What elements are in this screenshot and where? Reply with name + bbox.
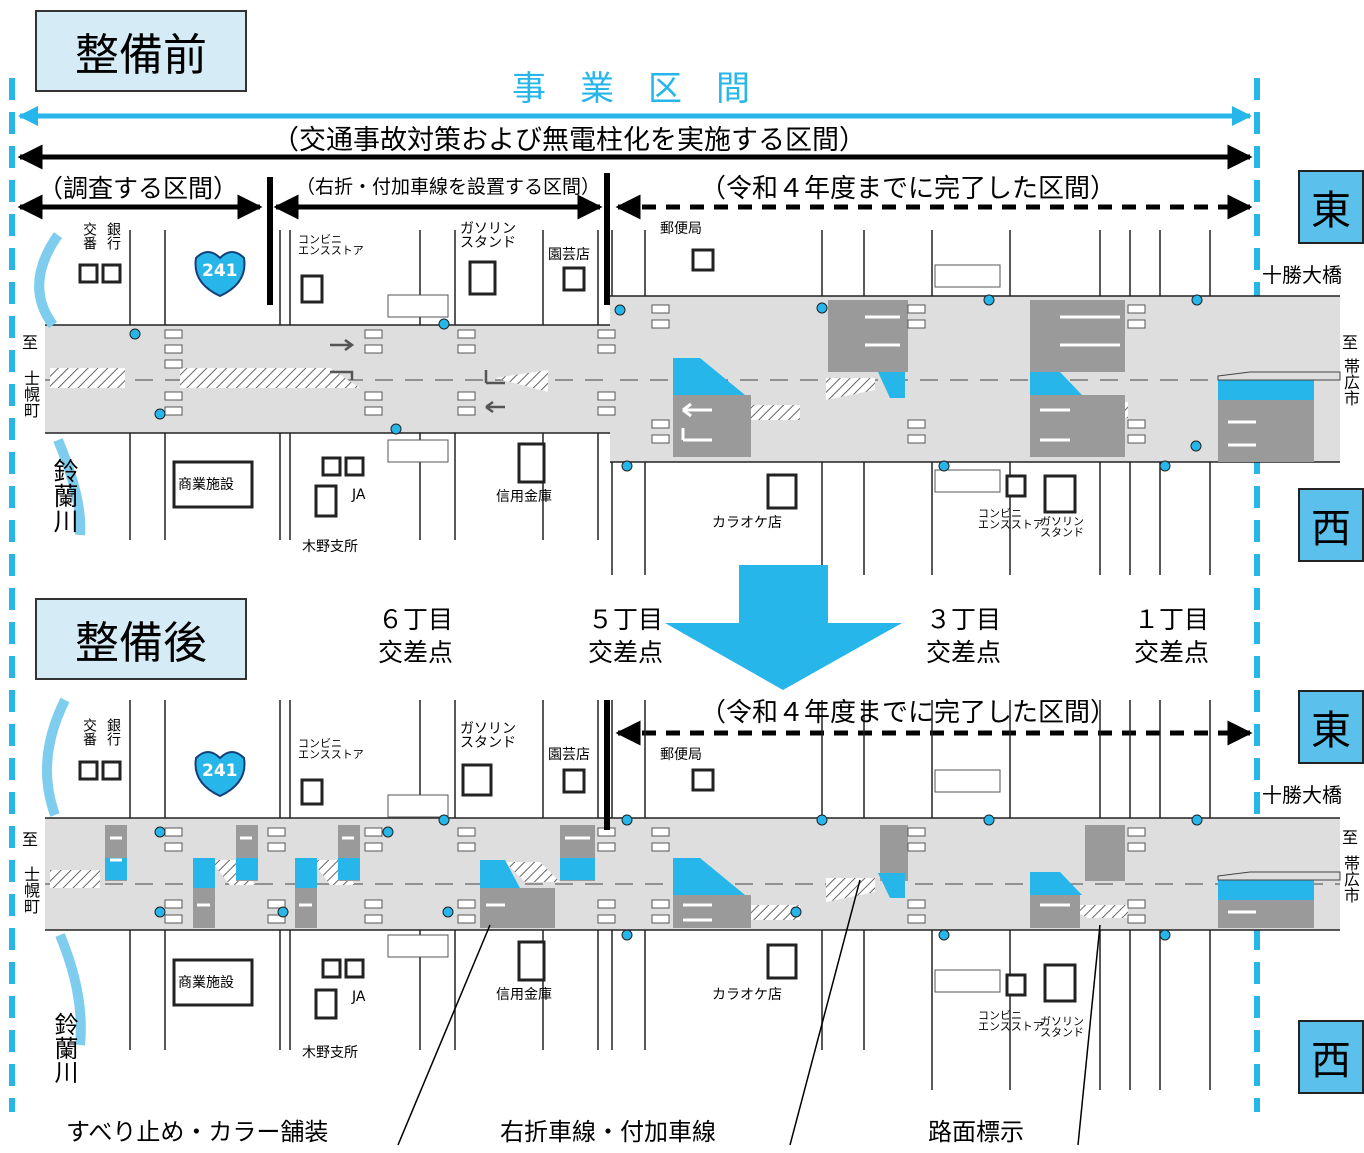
before-after-arrow: [665, 565, 902, 690]
convenience-label: コンビニ エンスストア: [298, 233, 364, 257]
kino-label: 木野支所: [302, 539, 358, 555]
route-number: 241: [202, 261, 238, 281]
to-left-after: 至: [22, 830, 39, 849]
west-box-after: 西: [1298, 1020, 1364, 1094]
ja-label: JA: [352, 487, 366, 503]
karaoke-label-after: カラオケ店: [712, 987, 782, 1003]
project-section-label: 事 業 区 間: [512, 69, 750, 109]
police-label: 交番: [81, 222, 97, 250]
completed-section-label-after: （令和４年度までに完了した区間）: [700, 698, 1117, 728]
river-label-after: 鈴蘭川: [50, 1012, 78, 1084]
intersection-5: ５丁目 交差点: [588, 605, 664, 667]
right-place-after: 帯広市: [1341, 855, 1360, 903]
intersection-1: １丁目 交差点: [1134, 605, 1210, 667]
to-right: 至: [1342, 333, 1359, 352]
convenience-label-after: コンビニ エンスストア: [298, 737, 364, 761]
section-arrows: [17, 106, 1253, 746]
to-right-after: 至: [1342, 828, 1359, 847]
garden-label: 園芸店: [548, 247, 590, 263]
karaoke-label: カラオケ店: [712, 515, 782, 531]
intersection-6: ６丁目 交差点: [378, 605, 454, 667]
callout-lanes: 右折車線・付加車線: [500, 1118, 716, 1146]
bank-label-after: 銀行: [105, 718, 121, 746]
bank-label: 銀行: [105, 222, 121, 250]
post-label: 郵便局: [660, 221, 702, 237]
after-title: 整備後: [35, 598, 247, 680]
police-label-after: 交番: [81, 718, 97, 746]
callout-markings: 路面標示: [928, 1118, 1024, 1146]
right-place: 帯広市: [1341, 358, 1360, 406]
convenience-label-east-after: コンビニ エンスストア: [978, 1009, 1044, 1033]
gas-label-east: ガソリン スタンド: [1040, 515, 1084, 539]
west-box: 西: [1298, 488, 1364, 562]
shinkin-label: 信用金庫: [496, 489, 552, 505]
convenience-label-east: コンビニ エンスストア: [978, 507, 1044, 531]
map-before: [45, 230, 1341, 575]
ja-label-after: JA: [352, 989, 366, 1005]
route-number-after: 241: [202, 761, 238, 781]
project-boundaries: [9, 78, 1260, 1112]
river-label: 鈴蘭川: [50, 458, 79, 533]
countermeasure-section-label: （交通事故対策および無電柱化を実施する区間）: [272, 125, 866, 156]
commercial-label-after: 商業施設: [178, 975, 234, 991]
left-place: 士幌町: [21, 370, 40, 418]
kino-label-after: 木野支所: [302, 1045, 358, 1061]
post-label-after: 郵便局: [660, 747, 702, 763]
intersection-3: ３丁目 交差点: [926, 605, 1002, 667]
bridge-label-after: 十勝大橋: [1262, 783, 1342, 807]
left-place-after: 士幌町: [21, 866, 40, 914]
to-left: 至: [22, 333, 39, 352]
right-turn-section-label: （右折・付加車線を設置する区間）: [296, 176, 601, 198]
completed-section-label: （令和４年度までに完了した区間）: [700, 174, 1117, 204]
map-after: [45, 700, 1341, 1090]
east-box: 東: [1298, 170, 1364, 244]
gas-label-after: ガソリン スタンド: [460, 721, 516, 751]
east-box-after: 東: [1298, 690, 1364, 764]
survey-section-label: （調査する区間）: [38, 174, 239, 203]
callout-antiskid: すべり止め・カラー舗装: [66, 1118, 329, 1146]
bridge-label: 十勝大橋: [1262, 263, 1342, 287]
gas-label: ガソリン スタンド: [460, 221, 516, 251]
before-title: 整備前: [35, 10, 247, 92]
garden-label-after: 園芸店: [548, 747, 590, 763]
shinkin-label-after: 信用金庫: [496, 987, 552, 1003]
gas-label-east-after: ガソリン スタンド: [1040, 1015, 1084, 1039]
commercial-label: 商業施設: [178, 477, 234, 493]
